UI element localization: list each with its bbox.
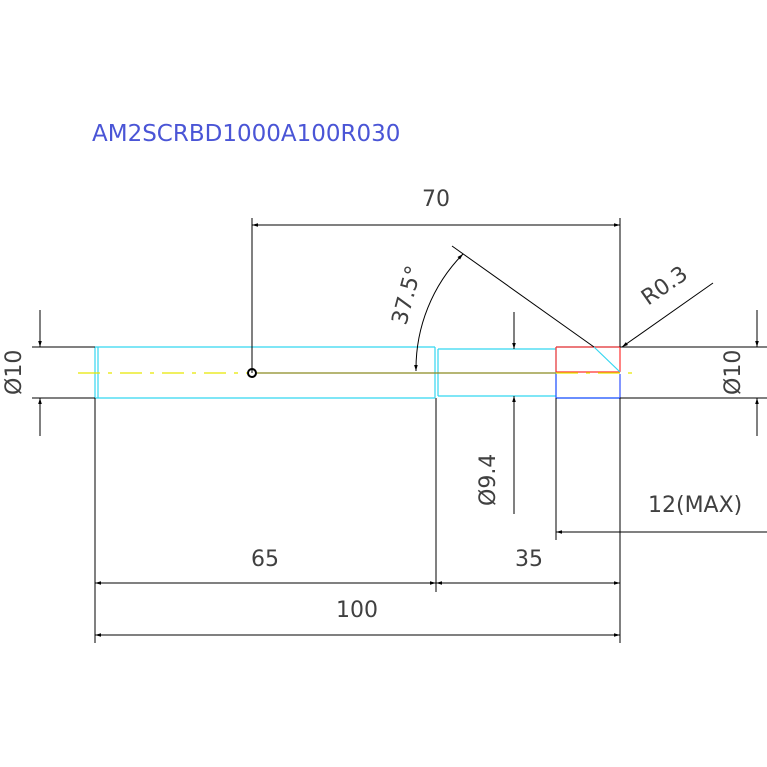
dim-tip-length xyxy=(555,398,767,540)
dim-70 xyxy=(251,218,621,373)
centerline xyxy=(78,368,636,378)
dim-100-label: 100 xyxy=(336,598,378,623)
tool-tip xyxy=(555,346,621,399)
part-number-label: AM2SCRBD1000A100R030 xyxy=(92,121,400,147)
dim-dia-left-label: Ø10 xyxy=(2,350,27,395)
dim-65-35 xyxy=(94,398,621,643)
dim-35-label: 35 xyxy=(515,547,543,572)
dim-dia-right-label: Ø10 xyxy=(721,350,746,395)
dim-tip-length-label: 12(MAX) xyxy=(648,493,742,518)
dim-angle-label: 37.5° xyxy=(388,263,428,327)
drawing-sheet xyxy=(0,120,767,643)
dim-65-label: 65 xyxy=(251,547,279,572)
dim-angle xyxy=(414,245,595,372)
dim-dia-right xyxy=(620,310,767,436)
dim-dia-left xyxy=(32,310,95,436)
dim-70-label: 70 xyxy=(422,187,450,212)
dim-dia-neck-label: Ø9.4 xyxy=(476,454,501,506)
dim-radius xyxy=(621,282,714,348)
